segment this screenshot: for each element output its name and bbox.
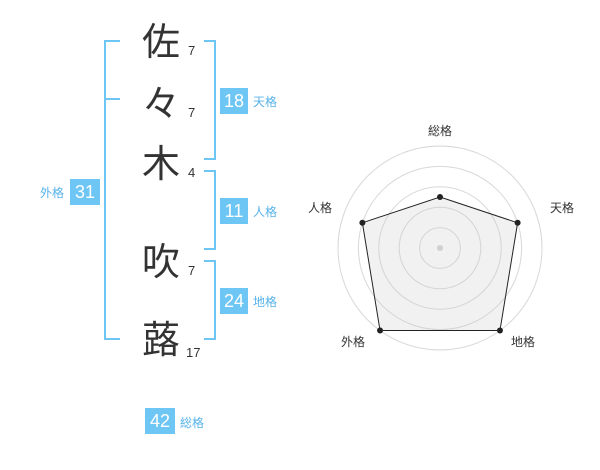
radar-point-3 bbox=[377, 327, 384, 334]
jinkaku-bracket-top bbox=[204, 170, 216, 172]
tenkaku-badge: 18 bbox=[220, 88, 248, 114]
radar-axis-label-jinkaku: 人格 bbox=[308, 201, 333, 215]
name-char-1: 佐 bbox=[142, 20, 181, 64]
gaikaku-badge: 31 bbox=[70, 179, 100, 205]
tenkaku-label: 天格 bbox=[253, 95, 278, 109]
name-char-2: 々 bbox=[142, 82, 181, 126]
stroke-count-1: 7 bbox=[188, 43, 196, 58]
name-char-3: 木 bbox=[142, 142, 181, 186]
stroke-count-4: 7 bbox=[188, 263, 196, 278]
chikaku-label: 地格 bbox=[253, 295, 278, 309]
radar-axis-label-gaikaku: 外格 bbox=[341, 335, 366, 349]
radar-grid-ring bbox=[419, 227, 461, 269]
gaikaku-bracket-vertical bbox=[104, 40, 106, 340]
jinkaku-badge: 11 bbox=[220, 198, 248, 224]
gaikaku-bracket-bottom bbox=[104, 338, 120, 340]
jinkaku-bracket-bottom bbox=[204, 248, 216, 250]
radar-point-1 bbox=[514, 219, 521, 226]
stroke-count-2: 7 bbox=[188, 105, 196, 120]
radar-series-polygon bbox=[361, 196, 519, 332]
gaikaku-bracket-mid bbox=[104, 98, 120, 100]
radar-grid-ring bbox=[398, 206, 482, 290]
radar-axis-label-chikaku: 地格 bbox=[511, 335, 536, 349]
tenkaku-bracket-bottom bbox=[204, 158, 216, 160]
radar-grid-ring bbox=[357, 165, 523, 331]
radar-center-dot bbox=[437, 245, 443, 251]
gaikaku-bracket-top bbox=[104, 40, 120, 42]
chikaku-bracket-vertical bbox=[214, 260, 216, 340]
soukaku-badge: 42 bbox=[145, 408, 175, 434]
radar-point-0 bbox=[437, 194, 443, 200]
name-char-5: 蕗 bbox=[142, 318, 181, 362]
gaikaku-label: 外格 bbox=[40, 186, 65, 200]
chikaku-bracket-top bbox=[204, 260, 216, 262]
stroke-count-5: 17 bbox=[186, 345, 201, 360]
soukaku-label: 総格 bbox=[180, 416, 205, 430]
chikaku-bracket-bottom bbox=[204, 338, 216, 340]
jinkaku-bracket-vertical bbox=[214, 170, 216, 250]
radar-grid-ring bbox=[378, 186, 502, 310]
tenkaku-bracket-vertical bbox=[214, 40, 216, 160]
radar-axis-label-tenkaku: 天格 bbox=[550, 201, 575, 215]
radar-point-4 bbox=[359, 219, 366, 226]
tenkaku-bracket-top bbox=[204, 40, 216, 42]
radar-point-2 bbox=[496, 327, 503, 334]
jinkaku-label: 人格 bbox=[253, 205, 278, 219]
name-char-4: 吹 bbox=[142, 240, 181, 284]
chikaku-badge: 24 bbox=[220, 288, 248, 314]
stroke-count-3: 4 bbox=[188, 165, 196, 180]
radar-axis-label-soukaku: 総格 bbox=[428, 124, 453, 138]
